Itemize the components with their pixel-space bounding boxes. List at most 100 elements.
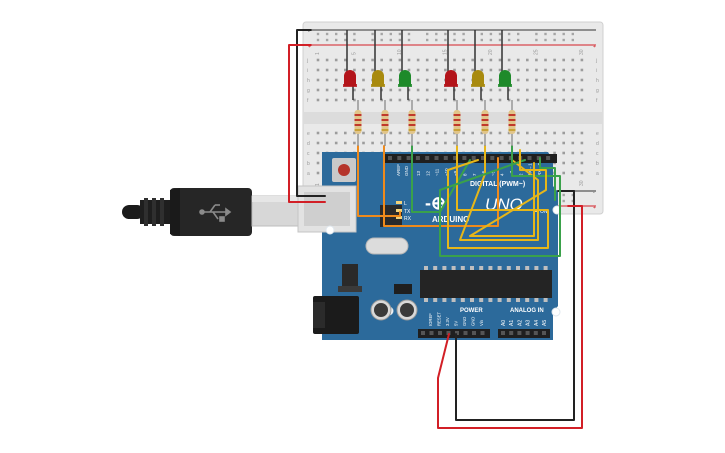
rail-hole[interactable] xyxy=(407,38,411,42)
rail-hole[interactable] xyxy=(507,38,511,42)
breadboard-hole[interactable] xyxy=(507,58,511,62)
rail-hole[interactable] xyxy=(325,38,329,42)
rail-hole[interactable] xyxy=(371,32,374,36)
breadboard-hole[interactable] xyxy=(462,78,465,82)
breadboard-hole[interactable] xyxy=(580,151,584,155)
breadboard-hole[interactable] xyxy=(498,68,502,72)
breadboard-hole[interactable] xyxy=(444,131,447,135)
breadboard-hole[interactable] xyxy=(580,68,584,72)
breadboard-hole[interactable] xyxy=(516,58,520,62)
rail-hole[interactable] xyxy=(517,38,520,42)
rail-hole[interactable] xyxy=(535,38,538,42)
rail-hole[interactable] xyxy=(571,199,574,203)
breadboard-hole[interactable] xyxy=(535,131,538,135)
breadboard-hole[interactable] xyxy=(544,88,547,92)
header-pin[interactable] xyxy=(508,156,513,160)
breadboard-hole[interactable] xyxy=(544,68,547,72)
led-yellow[interactable] xyxy=(471,30,485,100)
breadboard-hole[interactable] xyxy=(435,78,438,82)
header-pin[interactable] xyxy=(388,156,392,160)
breadboard-hole[interactable] xyxy=(498,88,502,92)
breadboard-hole[interactable] xyxy=(553,98,556,102)
breadboard-hole[interactable] xyxy=(462,98,465,102)
breadboard-hole[interactable] xyxy=(553,88,556,92)
breadboard-hole[interactable] xyxy=(416,98,420,102)
breadboard-hole[interactable] xyxy=(489,58,493,62)
breadboard-hole[interactable] xyxy=(507,131,511,135)
breadboard-hole[interactable] xyxy=(325,88,329,92)
breadboard-hole[interactable] xyxy=(471,88,474,92)
resistor[interactable] xyxy=(508,100,516,146)
led-green[interactable] xyxy=(398,30,412,100)
breadboard-hole[interactable] xyxy=(480,58,484,62)
header-pin[interactable] xyxy=(453,156,458,160)
breadboard-hole[interactable] xyxy=(389,88,393,92)
breadboard-hole[interactable] xyxy=(498,131,502,135)
rail-hole[interactable] xyxy=(426,32,429,36)
breadboard-hole[interactable] xyxy=(316,151,320,155)
breadboard-hole[interactable] xyxy=(571,58,575,62)
header-pin[interactable] xyxy=(443,156,448,160)
breadboard-hole[interactable] xyxy=(507,68,511,72)
header-pin[interactable] xyxy=(501,331,505,335)
breadboard-hole[interactable] xyxy=(462,131,465,135)
reset-button-cap[interactable] xyxy=(338,164,350,176)
breadboard-hole[interactable] xyxy=(535,141,538,145)
breadboard-hole[interactable] xyxy=(316,161,320,165)
breadboard-hole[interactable] xyxy=(580,131,584,135)
rail-hole[interactable] xyxy=(444,38,447,42)
rail-hole[interactable] xyxy=(489,32,493,36)
breadboard-hole[interactable] xyxy=(435,88,438,92)
rail-hole[interactable] xyxy=(544,32,547,36)
breadboard-hole[interactable] xyxy=(371,68,374,72)
header-pin[interactable] xyxy=(499,156,504,160)
breadboard-hole[interactable] xyxy=(516,78,520,82)
rail-hole[interactable] xyxy=(398,32,402,36)
breadboard-hole[interactable] xyxy=(462,141,465,145)
breadboard-hole[interactable] xyxy=(398,131,402,135)
breadboard-hole[interactable] xyxy=(389,78,393,82)
resistor[interactable] xyxy=(408,100,416,146)
breadboard-hole[interactable] xyxy=(371,58,374,62)
header-pin[interactable] xyxy=(471,156,476,160)
header-pin[interactable] xyxy=(455,331,459,335)
breadboard-hole[interactable] xyxy=(316,131,320,135)
rail-hole[interactable] xyxy=(571,32,574,36)
rail-hole[interactable] xyxy=(380,38,383,42)
breadboard-hole[interactable] xyxy=(444,58,447,62)
breadboard-hole[interactable] xyxy=(389,131,393,135)
breadboard-hole[interactable] xyxy=(498,98,502,102)
breadboard-hole[interactable] xyxy=(535,78,538,82)
breadboard-hole[interactable] xyxy=(516,88,520,92)
breadboard-hole[interactable] xyxy=(580,98,584,102)
breadboard-hole[interactable] xyxy=(462,68,465,72)
rail-hole[interactable] xyxy=(453,32,456,36)
breadboard-hole[interactable] xyxy=(425,141,429,145)
rail-hole[interactable] xyxy=(553,38,556,42)
breadboard-hole[interactable] xyxy=(398,88,402,92)
breadboard-hole[interactable] xyxy=(444,68,447,72)
breadboard-hole[interactable] xyxy=(562,131,565,135)
breadboard-hole[interactable] xyxy=(398,68,402,72)
breadboard-hole[interactable] xyxy=(389,58,393,62)
breadboard-hole[interactable] xyxy=(462,58,465,62)
breadboard-hole[interactable] xyxy=(344,58,347,62)
rail-hole[interactable] xyxy=(562,199,565,203)
header-pin[interactable] xyxy=(425,156,430,160)
breadboard-hole[interactable] xyxy=(562,78,565,82)
header-pin[interactable] xyxy=(490,156,495,160)
breadboard-hole[interactable] xyxy=(407,68,411,72)
rail-hole[interactable] xyxy=(316,32,320,36)
breadboard-hole[interactable] xyxy=(498,141,502,145)
breadboard-hole[interactable] xyxy=(334,88,338,92)
breadboard-hole[interactable] xyxy=(553,68,556,72)
breadboard-hole[interactable] xyxy=(544,78,547,82)
rail-hole[interactable] xyxy=(553,32,556,36)
rail-hole[interactable] xyxy=(398,38,402,42)
rail-hole[interactable] xyxy=(444,32,447,36)
breadboard-hole[interactable] xyxy=(353,68,356,72)
header-pin[interactable] xyxy=(525,331,530,335)
breadboard-hole[interactable] xyxy=(435,141,438,145)
led-red[interactable] xyxy=(343,30,357,100)
breadboard-hole[interactable] xyxy=(325,78,329,82)
